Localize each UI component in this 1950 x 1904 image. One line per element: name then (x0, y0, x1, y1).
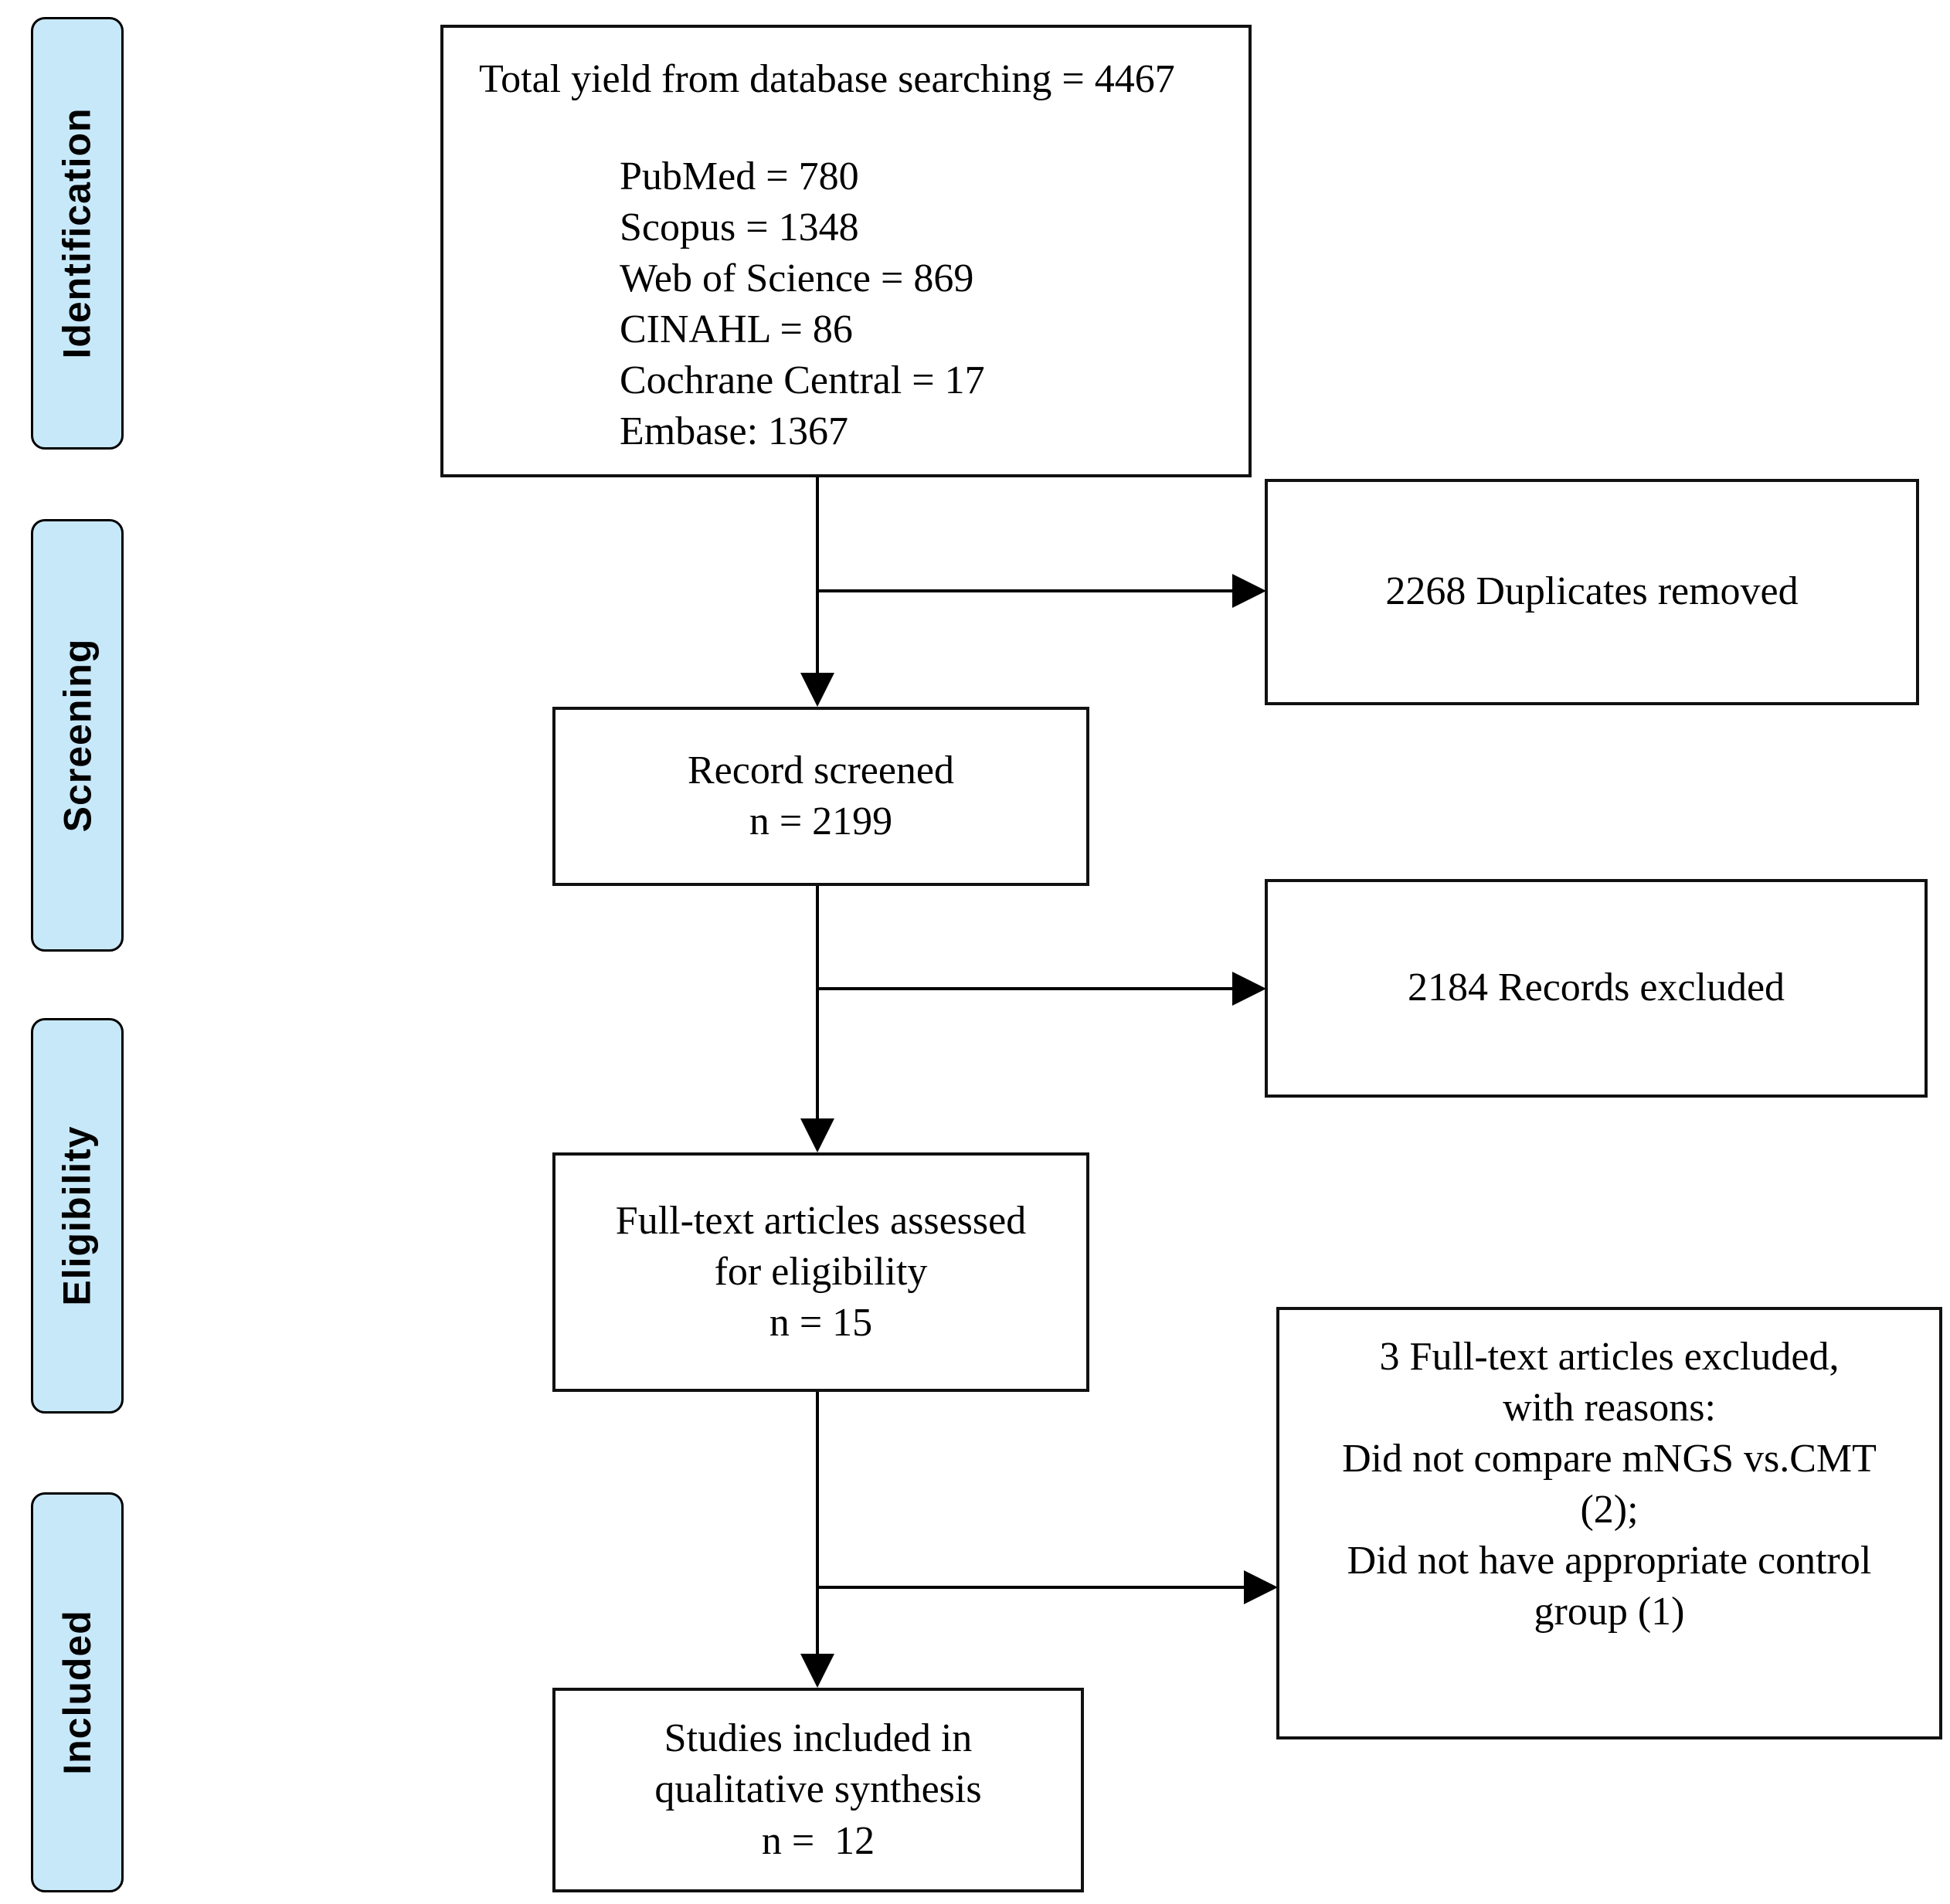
fulltext-assessed-text: Full-text articles assessed for eligibil… (615, 1198, 1027, 1346)
source-pubmed: PubMed = 780 (620, 154, 859, 199)
studies-included-box: Studies included in qualitative synthesi… (552, 1688, 1084, 1892)
duplicates-removed-box: 2268 Duplicates removed (1265, 479, 1919, 705)
connector-line-fulltext-to-studies (816, 1392, 819, 1656)
records-screened-box: Record screened n = 2199 (552, 707, 1089, 886)
stage-label-included: Included (56, 1610, 100, 1775)
stage-badge-identification: Identification (31, 17, 124, 450)
records-excluded-box: 2184 Records excluded (1265, 879, 1928, 1098)
source-cochrane-central: Cochrane Central = 17 (620, 358, 985, 403)
arrowhead-right-to-excluded (1232, 972, 1266, 1006)
stage-label-screening: Screening (56, 638, 99, 833)
arrowhead-down-to-screened (800, 673, 834, 707)
connector-line-identification-to-screened (816, 477, 819, 675)
arrowhead-down-to-studies (800, 1654, 834, 1688)
arrowhead-right-to-reasons (1244, 1570, 1278, 1604)
arrowhead-down-to-fulltext (800, 1118, 834, 1152)
stage-badge-screening: Screening (31, 519, 124, 952)
stage-label-eligibility: Eligibility (56, 1125, 99, 1306)
stage-badge-eligibility: Eligibility (31, 1018, 124, 1414)
connector-line-to-duplicates (817, 589, 1232, 592)
connector-line-to-reasons (817, 1586, 1244, 1589)
connector-line-to-excluded (817, 987, 1232, 990)
source-scopus: Scopus = 1348 (620, 205, 859, 250)
source-web-of-science: Web of Science = 869 (620, 256, 974, 301)
stage-label-identification: Identification (56, 107, 100, 359)
records-excluded-text: 2184 Records excluded (1407, 966, 1785, 1010)
fulltext-excluded-reasons-text: 3 Full-text articles excluded, with reas… (1342, 1335, 1877, 1634)
fulltext-excluded-reasons-box: 3 Full-text articles excluded, with reas… (1276, 1307, 1942, 1739)
database-yield-title: Total yield from database searching = 44… (479, 57, 1175, 101)
database-yield-box: Total yield from database searching = 44… (440, 25, 1252, 477)
studies-included-text: Studies included in qualitative synthesi… (654, 1716, 982, 1863)
connector-line-screened-to-fulltext (816, 886, 819, 1119)
arrowhead-right-to-duplicates (1232, 574, 1266, 608)
database-source-list: PubMed = 780 Scopus = 1348 Web of Scienc… (620, 151, 1225, 457)
fulltext-assessed-box: Full-text articles assessed for eligibil… (552, 1152, 1089, 1392)
duplicates-removed-text: 2268 Duplicates removed (1385, 569, 1799, 614)
source-cinahl: CINAHL = 86 (620, 307, 853, 352)
records-screened-text: Record screened n = 2199 (687, 748, 955, 843)
stage-badge-included: Included (31, 1492, 124, 1892)
source-embase: Embase: 1367 (620, 409, 849, 454)
